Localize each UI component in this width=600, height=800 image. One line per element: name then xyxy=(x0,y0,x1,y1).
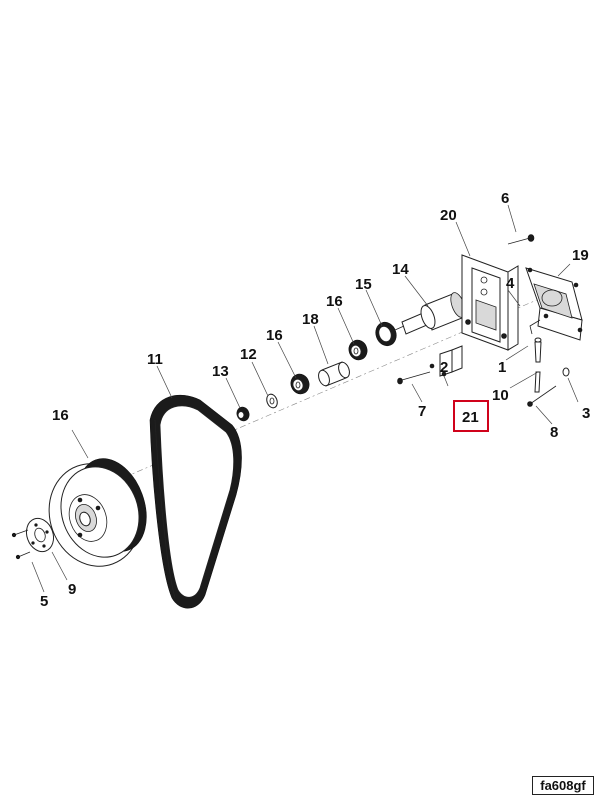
callout-16-lower: 16 xyxy=(266,327,283,344)
spacer-tube xyxy=(318,361,350,387)
callout-7: 7 xyxy=(418,403,426,420)
drive-belt xyxy=(149,394,242,609)
callout-2: 2 xyxy=(440,359,448,376)
callout-8: 8 xyxy=(550,424,558,441)
top-bolt xyxy=(507,234,535,245)
callout-15: 15 xyxy=(355,276,372,293)
adjust-bolt xyxy=(397,363,435,385)
callout-4: 4 xyxy=(506,275,515,292)
callout-5: 5 xyxy=(40,593,48,610)
callout-20: 20 xyxy=(440,207,457,224)
tension-block xyxy=(439,345,463,377)
callout-3: 3 xyxy=(582,405,590,422)
spindle-shaft xyxy=(394,292,466,335)
callout-18: 18 xyxy=(302,311,319,328)
callout-19: 19 xyxy=(572,247,589,264)
reference-code-label: fa608gf xyxy=(532,776,594,795)
callout-14: 14 xyxy=(392,261,409,278)
bearing-lower xyxy=(290,373,310,395)
guide-pin xyxy=(534,337,542,393)
highlight-box xyxy=(453,400,489,432)
callout-1: 1 xyxy=(498,359,506,376)
washer xyxy=(266,393,278,409)
callout-13: 13 xyxy=(212,363,229,380)
pulley xyxy=(48,458,147,567)
callout-10: 10 xyxy=(492,387,509,404)
callout-12: 12 xyxy=(240,346,257,363)
seal xyxy=(375,321,397,347)
callout-6: 6 xyxy=(501,190,509,207)
bearing-upper xyxy=(348,339,368,361)
gearbox-housing xyxy=(525,267,583,341)
callout-17: 16 xyxy=(52,407,69,424)
callout-21: 21 xyxy=(462,409,479,426)
highlighted-callout[interactable]: 21 xyxy=(453,400,489,432)
nut xyxy=(236,406,250,422)
callout-9: 9 xyxy=(68,581,76,598)
mounting-bracket xyxy=(461,254,519,351)
callout-11: 11 xyxy=(147,351,163,368)
hub-plate xyxy=(25,517,55,553)
callout-labels: 16 11 13 12 16 18 16 15 14 20 6 19 4 1 1… xyxy=(40,190,590,610)
stud xyxy=(527,385,557,407)
small-washer xyxy=(562,367,570,377)
leader-lines xyxy=(31,204,579,593)
plate-screws xyxy=(11,529,31,560)
callout-16-upper: 16 xyxy=(326,293,343,310)
